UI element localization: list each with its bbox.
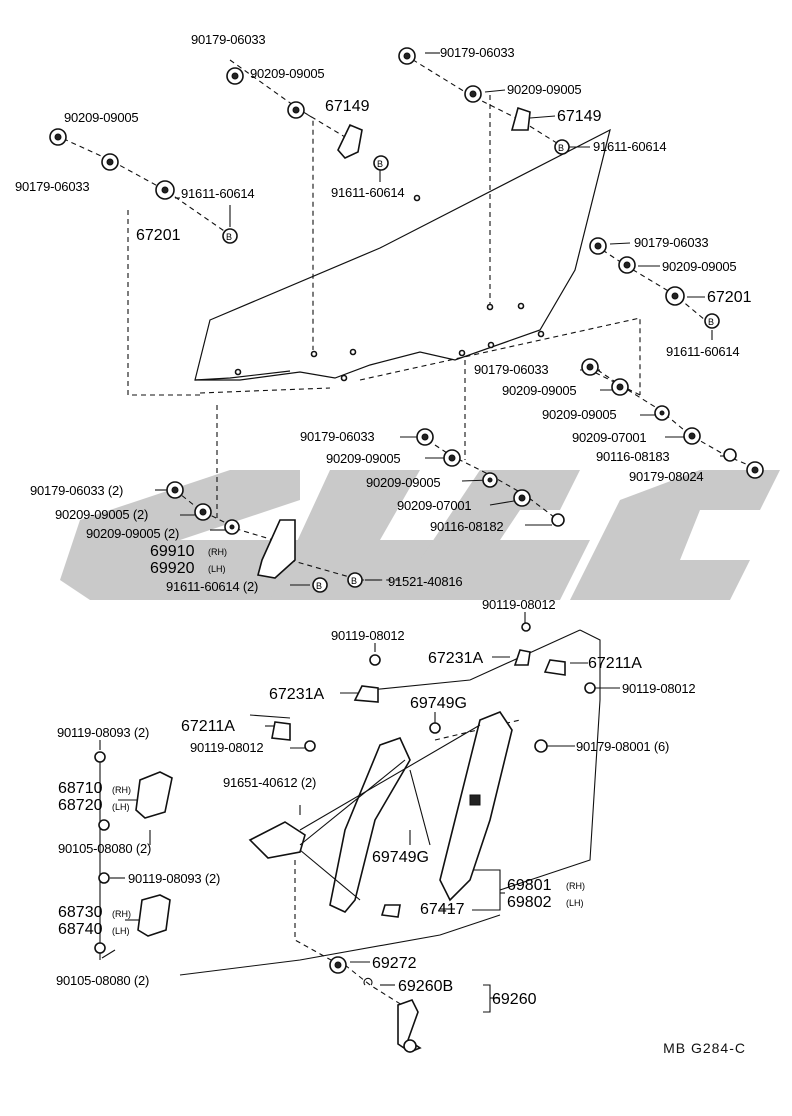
part-label: 69260 (492, 991, 537, 1008)
circle-b-label: B (351, 576, 357, 586)
window-regulator-assembly (248, 711, 513, 913)
circle-b-label: B (377, 159, 383, 169)
part-label: 90209-09005 (326, 451, 400, 466)
part-label: (RH) (208, 547, 227, 557)
part-label: 90179-08024 (629, 469, 703, 484)
window-crank-handle-icon (397, 999, 422, 1053)
part-label: 90116-08182 (430, 519, 503, 534)
part-label: 90116-08183 (596, 449, 669, 464)
part-label: (LH) (112, 802, 130, 812)
part-label: 90105-08080 (2) (58, 841, 151, 856)
bracket-icon (135, 106, 566, 937)
part-label: 90119-08093 (2) (128, 871, 220, 886)
part-label: 90179-06033 (15, 179, 89, 194)
circle-b-label: B (558, 143, 564, 153)
part-label: 69910 (150, 543, 195, 560)
part-label: 91521-40816 (388, 574, 462, 589)
circle-b-label: B (708, 317, 714, 327)
part-label: 90209-09005 (366, 475, 440, 490)
part-label: 90209-09005 (250, 66, 324, 81)
part-label: 68740 (58, 921, 103, 938)
part-label: 90119-08012 (190, 740, 263, 755)
part-label: 91611-60614 (666, 344, 739, 359)
part-label: 67149 (325, 98, 370, 115)
part-label: 90209-09005 (2) (55, 507, 148, 522)
part-label: 90209-09005 (662, 259, 736, 274)
part-label: 91611-60614 (2) (166, 579, 258, 594)
part-label: 90179-06033 (474, 362, 548, 377)
part-label: 67211A (588, 655, 642, 672)
part-label: (RH) (566, 881, 585, 891)
part-label: 91611-60614 (331, 185, 404, 200)
part-label: 90105-08080 (2) (56, 973, 149, 988)
part-label: 90209-09005 (2) (86, 526, 179, 541)
part-label: 90209-09005 (507, 82, 581, 97)
part-label: 90209-07001 (572, 430, 646, 445)
part-label: 90209-09005 (64, 110, 138, 125)
part-label: 67231A (269, 686, 324, 703)
part-labels: 90179-06033 90209-09005 67149 91611-6061… (15, 32, 752, 1008)
part-label: 90209-07001 (397, 498, 471, 513)
part-label: 67149 (557, 108, 602, 125)
part-label: 67201 (707, 289, 752, 306)
door-glass-lower-edge (194, 370, 291, 381)
part-label: 67211A (181, 718, 235, 735)
drawing-code: MB G284-C (663, 1040, 746, 1056)
part-label: 69272 (372, 955, 417, 972)
part-label: 90119-08012 (622, 681, 695, 696)
part-label: 90179-06033 (440, 45, 514, 60)
part-label: 90179-06033 (300, 429, 374, 444)
part-label: 91651-40612 (2) (223, 775, 316, 790)
part-label: 90119-08012 (482, 597, 555, 612)
circle-b-label: B (226, 232, 232, 242)
part-label: 67417 (420, 901, 465, 918)
part-label: 67231A (428, 650, 483, 667)
part-label: (LH) (208, 564, 226, 574)
circle-b-label: B (316, 581, 322, 591)
part-label: 91611-60614 (593, 139, 666, 154)
part-label: 68710 (58, 780, 103, 797)
part-label: 90119-08012 (331, 628, 404, 643)
part-label: 90179-08001 (6) (576, 739, 669, 754)
part-label: 69920 (150, 560, 195, 577)
circle-b-marker: B B B B B B (222, 139, 720, 593)
part-label: 90179-06033 (634, 235, 708, 250)
door-glass-outline (194, 128, 611, 381)
part-label: (LH) (112, 926, 130, 936)
part-label: 90179-06033 (2) (30, 483, 123, 498)
part-label: 68720 (58, 797, 103, 814)
part-label: 67201 (136, 227, 181, 244)
part-label: 68730 (58, 904, 103, 921)
glass-mount-holes (234, 194, 545, 382)
part-label: 90119-08093 (2) (57, 725, 149, 740)
part-label: 90209-09005 (542, 407, 616, 422)
part-label: (RH) (112, 785, 131, 795)
part-label: (RH) (112, 909, 131, 919)
part-label: 90209-09005 (502, 383, 576, 398)
part-label: (LH) (566, 898, 584, 908)
part-label: 90179-06033 (191, 32, 265, 47)
part-label: 69749G (410, 695, 467, 712)
solid-leaders (99, 52, 758, 1013)
part-label: 91611-60614 (181, 186, 254, 201)
part-label: 69801 (507, 877, 552, 894)
part-label: 69749G (372, 849, 429, 866)
grommet-icon (49, 47, 764, 986)
part-label: 69802 (507, 894, 552, 911)
part-label: 69260B (398, 978, 453, 995)
